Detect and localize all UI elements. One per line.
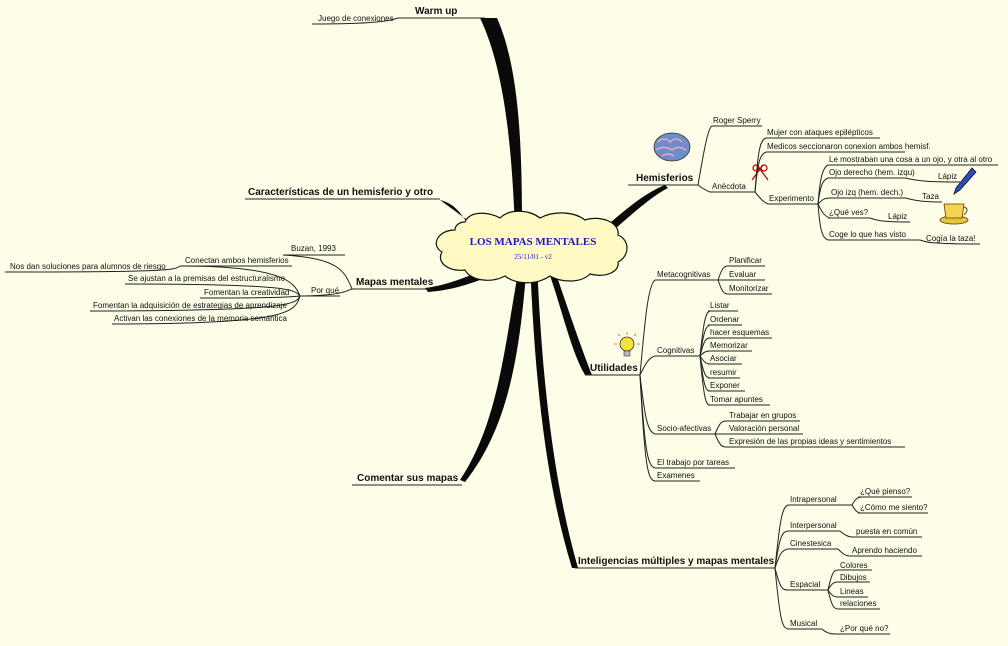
node-memorizar[interactable]: Memorizar (710, 341, 748, 350)
node-roger[interactable]: Roger Sperry (713, 116, 761, 125)
brain-icon (653, 132, 691, 162)
node-metacognitivas[interactable]: Metacognitivas (657, 270, 711, 279)
node-comosiento[interactable]: ¿Cómo me siento? (860, 503, 928, 512)
node-quepienso[interactable]: ¿Qué pienso? (860, 487, 911, 496)
lightbulb-icon (614, 332, 640, 357)
node-cinestesica[interactable]: Cinestesica (790, 539, 832, 548)
node-lineas[interactable]: Lineas (840, 587, 864, 596)
branch-inteligencias (530, 262, 578, 568)
node-espacial[interactable]: Espacial (790, 580, 821, 589)
node-mostraban[interactable]: Le mostraban una cosa a un ojo, y otra a… (829, 155, 993, 164)
node-listar[interactable]: Listar (710, 301, 730, 310)
node-grupos[interactable]: Trabajar en grupos (729, 411, 797, 420)
central-cloud (435, 210, 628, 284)
branch-label-warmup[interactable]: Warm up (415, 6, 458, 17)
node-planificar[interactable]: Planificar (729, 256, 762, 265)
node-experimento[interactable]: Experimento (769, 194, 814, 203)
branch-utilidades (545, 262, 592, 375)
node-intrapersonal[interactable]: Intrapersonal (790, 495, 837, 504)
node-puesta[interactable]: puesta en común (856, 527, 918, 536)
node-riesgo[interactable]: Nos dan soluciones para alumnos de riesg… (10, 262, 166, 271)
node-monitorizar[interactable]: Monitorizar (729, 284, 769, 293)
node-ojo-derecho[interactable]: Ojo derecho (hem. izqu) (829, 168, 915, 177)
node-exponer[interactable]: Exponer (710, 381, 740, 390)
node-valoracion[interactable]: Valoración personal (729, 424, 800, 433)
node-ordenar[interactable]: Ordenar (710, 315, 740, 324)
branch-comentar (460, 262, 527, 482)
central-title: LOS MAPAS MENTALES (469, 236, 597, 248)
node-examenes[interactable]: Examenes (657, 471, 695, 480)
node-medicos[interactable]: Medicos seccionaron conexion ambos hemis… (767, 142, 931, 151)
node-musical[interactable]: Musical (790, 619, 818, 628)
branch-label-mapas[interactable]: Mapas mentales (356, 277, 434, 288)
scissors-icon (751, 164, 769, 181)
node-lapiz-1[interactable]: Lápiz (938, 172, 958, 181)
node-queves[interactable]: ¿Qué ves? (829, 208, 869, 217)
node-cognitivas[interactable]: Cognitivas (657, 346, 695, 355)
pencil-icon (953, 167, 977, 195)
node-mujer[interactable]: Mujer con ataques epilépticos (767, 128, 873, 137)
central-subtitle: 25/11/01 - v2 (514, 253, 552, 261)
node-memoria[interactable]: Activan las conexiones de la memoria sem… (114, 314, 287, 323)
branch-label-inteligencias[interactable]: Inteligencias múltiples y mapas mentales (578, 556, 775, 567)
node-esquemas[interactable]: hacer esquemas (710, 328, 770, 337)
node-lapiz-2[interactable]: Lápiz (888, 212, 908, 221)
branch-warmup (480, 18, 522, 230)
node-cogia[interactable]: Cogía la taza! (926, 234, 976, 243)
branch-label-comentar[interactable]: Comentar sus mapas (357, 473, 459, 484)
node-anecdota[interactable]: Anécdota (712, 182, 746, 191)
branch-label-caracteristicas[interactable]: Características de un hemisferio y otro (248, 187, 434, 198)
node-estrategias[interactable]: Fomentan la adquisición de estrategias d… (93, 301, 287, 310)
node-apuntes[interactable]: Tomar apuntes (710, 395, 763, 404)
node-asociar[interactable]: Asociar (710, 354, 737, 363)
node-buzan[interactable]: Buzan, 1993 (291, 244, 336, 253)
node-evaluar[interactable]: Evaluar (729, 270, 757, 279)
node-taza[interactable]: Taza (922, 192, 939, 201)
node-porque[interactable]: Por qué (311, 286, 340, 295)
node-trabajo[interactable]: El trabajo por tareas (657, 458, 730, 467)
node-dibujos[interactable]: Dibujos (840, 573, 867, 582)
node-premisas[interactable]: Se ajustan a la premisas del estructural… (128, 274, 285, 283)
node-relaciones[interactable]: relaciones (840, 599, 877, 608)
node-creatividad[interactable]: Fomentan la creatividad (204, 288, 290, 297)
node-socio[interactable]: Socio-afectivas (657, 424, 712, 433)
node-ojo-izq[interactable]: Ojo izq (hem. dech.) (831, 188, 904, 197)
node-expresion[interactable]: Expresión de las propias ideas y sentimi… (729, 437, 892, 446)
node-coge[interactable]: Coge lo que has visto (829, 230, 906, 239)
node-resumir[interactable]: resumir (710, 368, 737, 377)
branch-label-utilidades[interactable]: Utilidades (590, 363, 638, 374)
node-aprendo[interactable]: Aprendo haciendo (852, 546, 917, 555)
node-juego[interactable]: Juego de conexiones (318, 14, 394, 23)
node-porqueno[interactable]: ¿Por qué no? (840, 624, 889, 633)
node-colores[interactable]: Colores (840, 561, 868, 570)
node-interpersonal[interactable]: Interpersonal (790, 521, 837, 530)
cup-icon (939, 203, 969, 225)
branch-label-hemisferios[interactable]: Hemisferios (636, 173, 694, 184)
node-conectan[interactable]: Conectan ambos hemisferios (185, 256, 289, 265)
